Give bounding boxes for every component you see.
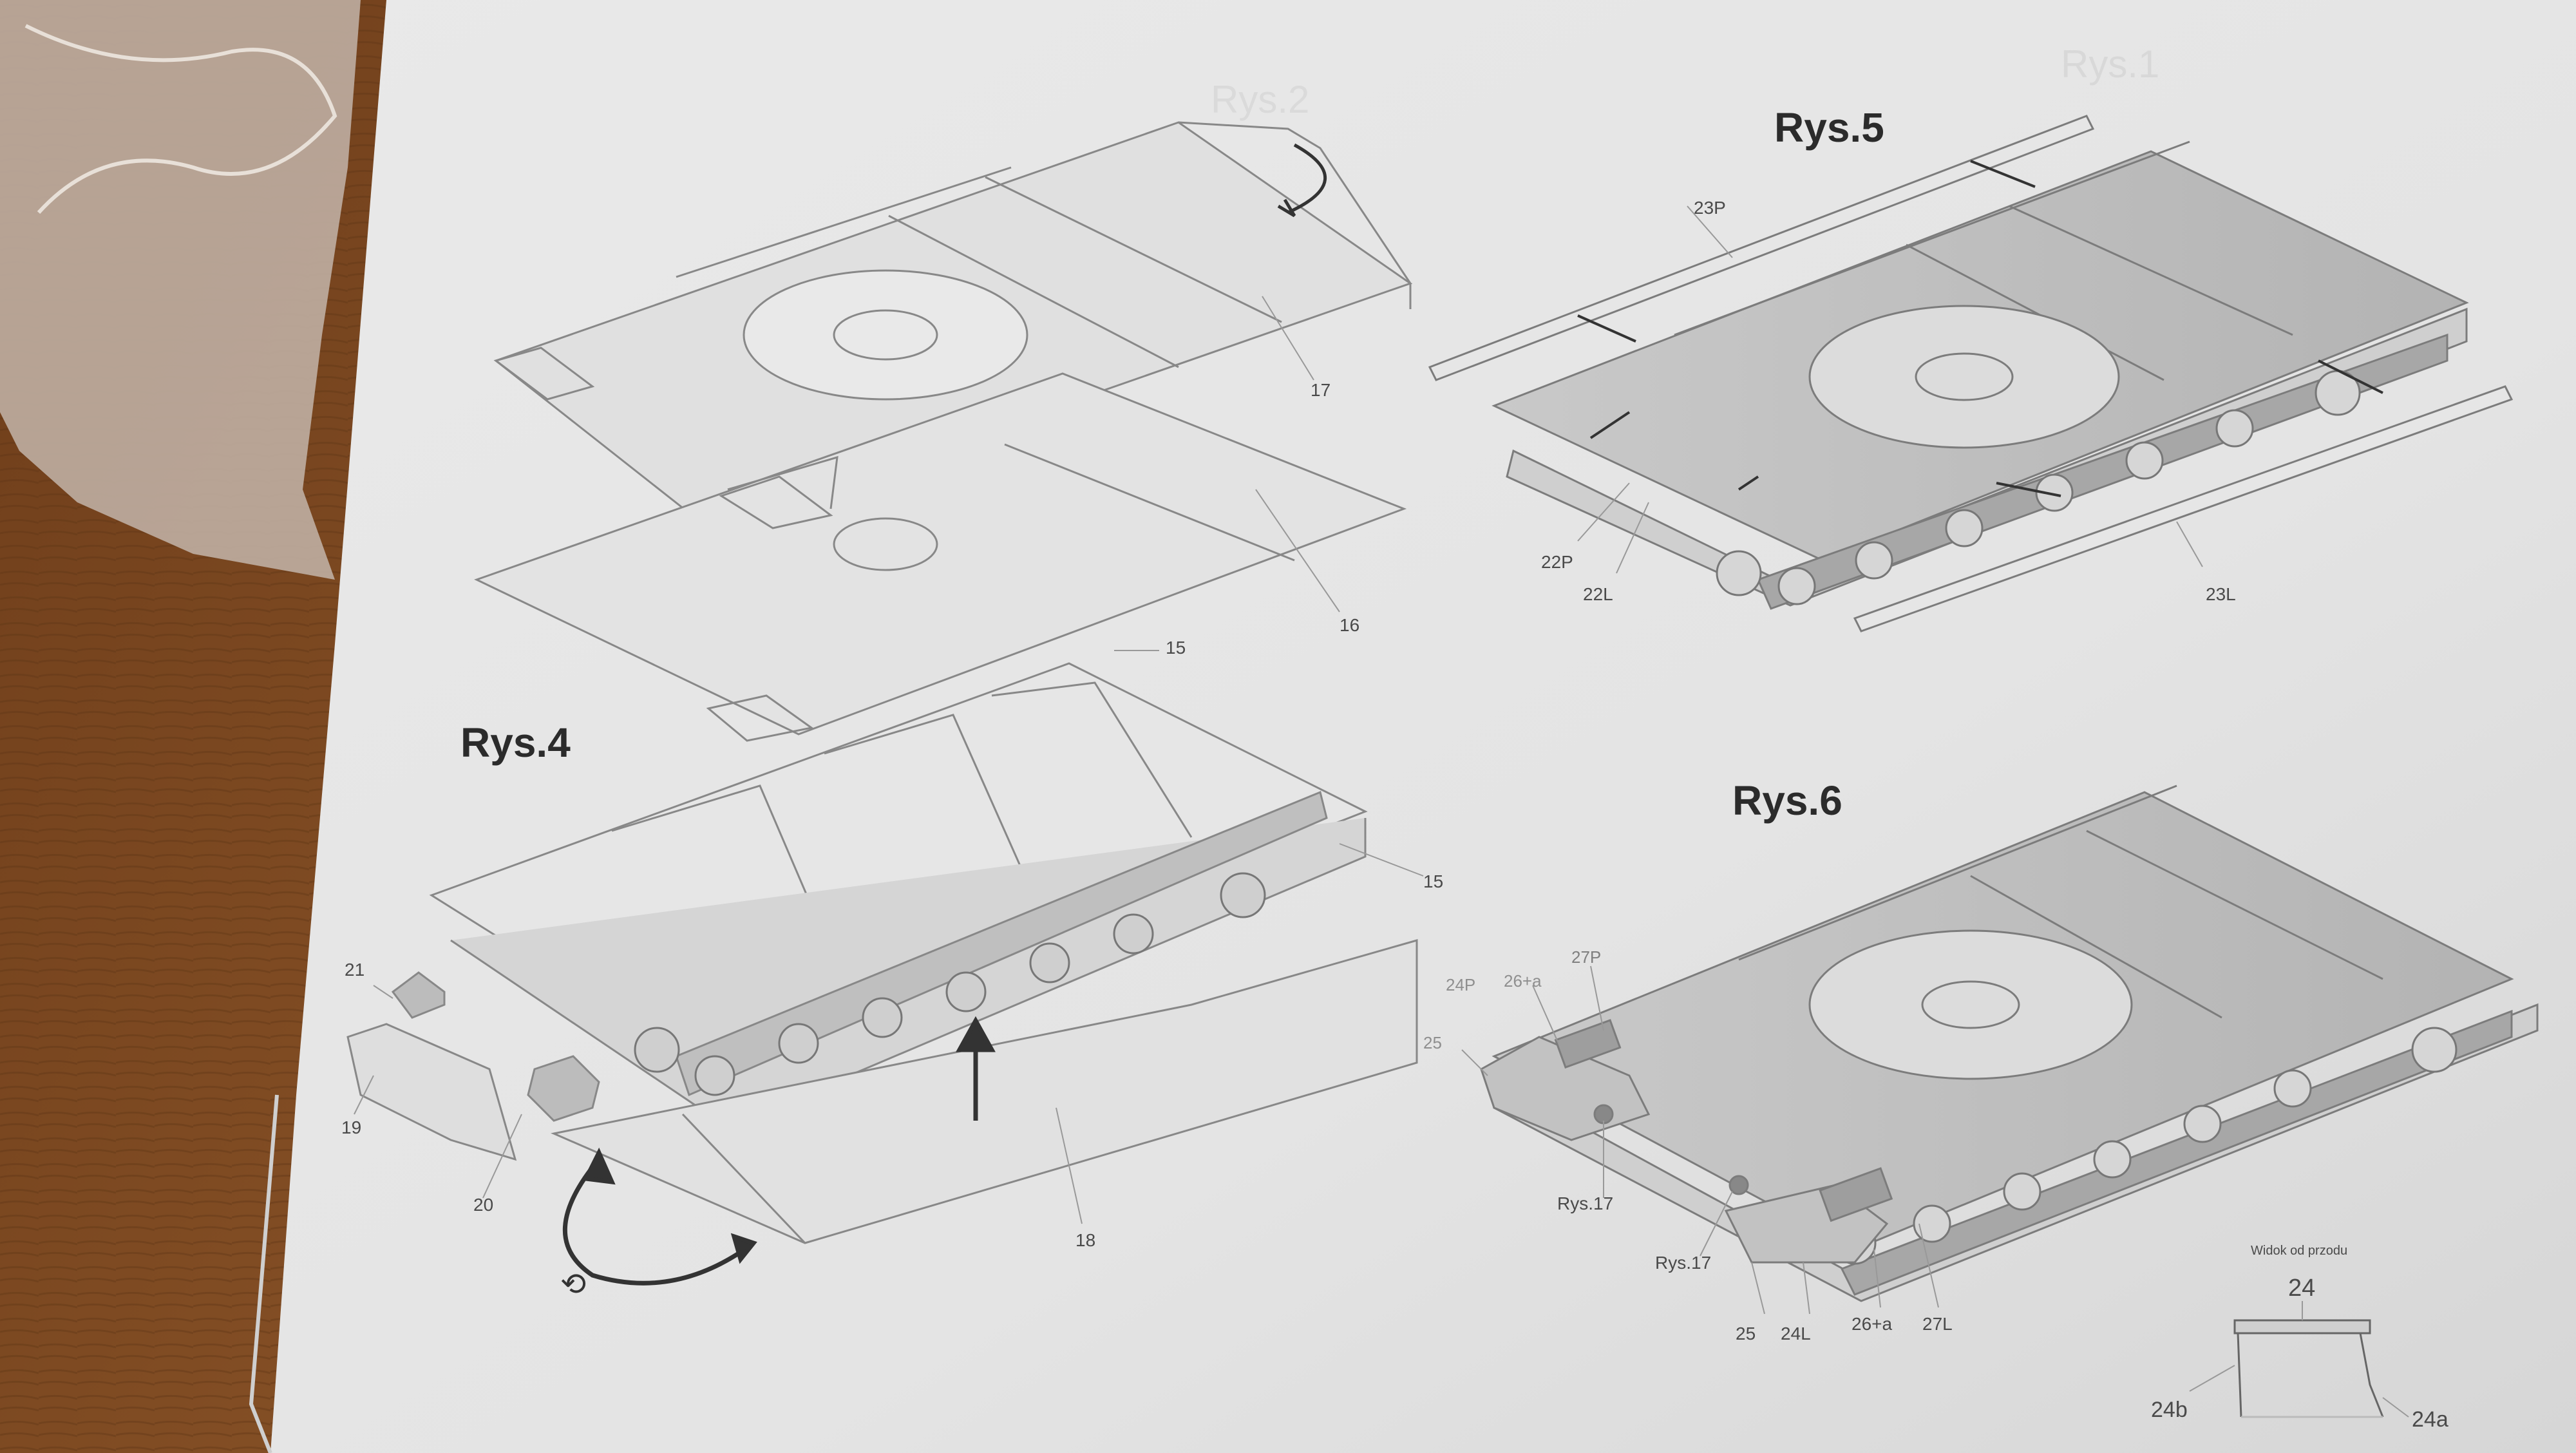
label-part-24p: 24P — [1446, 975, 1475, 994]
bleed-through-text: Rys.2 — [1211, 78, 1309, 121]
rys6-turret-hole — [1921, 980, 2020, 1029]
rys4-diagram — [346, 121, 1424, 1244]
rys5-diagram — [1428, 115, 2514, 632]
label-part-23l: 23L — [2206, 584, 2236, 604]
label-part-27p: 27P — [1571, 947, 1601, 967]
front-view-part-24b — [2237, 1333, 2242, 1418]
title-rys4: Rys.4 — [460, 719, 571, 766]
hull-track-guard — [675, 790, 1328, 1097]
part-27l-box — [1819, 1167, 1893, 1222]
label-part-27l: 27L — [1922, 1314, 1953, 1334]
label-part-23p: 23P — [1694, 198, 1726, 218]
belly-fold — [681, 1113, 806, 1244]
deck-flap — [1178, 121, 1412, 309]
label-part-22p: 22P — [1541, 552, 1573, 572]
label-part-16: 16 — [1340, 615, 1359, 635]
front-view-caption: Widok od przodu — [2251, 1244, 2347, 1258]
rys6-panel-seams — [1738, 784, 2383, 1019]
label-part-26a-bottom: 26+a — [1852, 1314, 1892, 1334]
label-part-15a: 15 — [1166, 638, 1186, 658]
label-part-17: 17 — [1311, 380, 1331, 400]
rys6-turret-ring — [1808, 929, 2133, 1080]
turret-ring-upper — [743, 269, 1028, 401]
part-23l-skirt — [1853, 385, 2514, 632]
rys5-turret-hole — [1915, 352, 2014, 401]
part-16-lower-deck — [474, 372, 1407, 736]
part-20 — [527, 1055, 600, 1122]
title-rys6: Rys.6 — [1732, 777, 1842, 824]
rys6-road-wheels — [1833, 1027, 2458, 1265]
part-23p-skirt — [1428, 115, 2095, 381]
label-part-20: 20 — [473, 1195, 493, 1215]
front-view-leaders — [2189, 1301, 2409, 1418]
label-part-24l: 24L — [1781, 1324, 1811, 1344]
rys5-leader-lines — [1577, 205, 2203, 574]
rys5-part22-arrows — [1589, 411, 1759, 491]
rys5-turret-ring — [1808, 305, 2120, 449]
headlight-right — [1728, 1175, 1749, 1195]
front-view-label-24: 24 — [2288, 1275, 2315, 1302]
front-view-label-24b: 24b — [2151, 1398, 2188, 1422]
label-part-25a: 25 — [1736, 1324, 1756, 1344]
rotate-arrow-head-2 — [730, 1233, 757, 1264]
lower-deck-lines — [727, 443, 1295, 562]
rys5-insert-arrows — [1577, 160, 2383, 497]
label-part-18: 18 — [1075, 1230, 1095, 1250]
fold-arrow-17-head — [1277, 198, 1296, 218]
leader-lines — [354, 296, 1424, 1224]
front-view-part-24 — [2233, 1319, 2371, 1334]
rys6-leader-lines — [1461, 965, 1939, 1315]
rotate-arrow-head-1 — [582, 1147, 616, 1185]
lower-deck-tab — [719, 475, 833, 529]
part-18-belly — [551, 939, 1418, 1244]
front-view-label-24a: 24a — [2412, 1407, 2448, 1432]
label-part-19: 19 — [341, 1117, 361, 1137]
lace-cloth — [0, 0, 361, 580]
deck-fold-lines — [676, 166, 1282, 368]
label-part-15b: 15 — [1423, 871, 1443, 891]
rys6-diagram — [1461, 784, 2539, 1315]
rys4-arrows — [563, 1016, 996, 1286]
label-ref-rys17a: Rys.17 — [1557, 1193, 1613, 1213]
fold-arrow-17 — [1287, 143, 1327, 214]
lower-deck-tab-2 — [706, 694, 814, 742]
part-21 — [391, 971, 446, 1019]
label-part-26a-top: 26+a — [1504, 971, 1542, 991]
up-arrow-head — [956, 1016, 996, 1052]
label-part-21: 21 — [345, 960, 365, 980]
road-wheels — [634, 872, 1266, 1096]
deck-tab — [493, 347, 595, 401]
label-ref-rys17b: Rys.17 — [1655, 1253, 1711, 1273]
bleed-through-text: Rys.1 — [2061, 43, 2159, 86]
title-rys5: Rys.5 — [1774, 104, 1884, 151]
rys5-panel-seams — [1674, 140, 2293, 381]
label-part-22l: 22L — [1583, 584, 1613, 604]
front-view-part-24a — [2359, 1333, 2384, 1418]
headlight-left — [1593, 1104, 1614, 1125]
labels: Rys.4 Rys.5 Rys.6 15 15 16 17 18 19 20 2… — [341, 104, 2448, 1432]
turret-hole-upper — [833, 309, 938, 361]
lace-pattern — [24, 24, 337, 214]
turret-hole-lower — [833, 517, 938, 571]
front-view-sketch — [2189, 1301, 2409, 1418]
part-27p-box — [1554, 1019, 1622, 1069]
rotate-arrow — [563, 1157, 755, 1286]
rotate-icon: ⟲ — [560, 1268, 586, 1302]
label-part-25b: 25 — [1423, 1033, 1442, 1052]
part-19 — [346, 1023, 517, 1161]
paper-edge — [249, 1094, 279, 1453]
rys5-track-band — [1756, 333, 2448, 610]
rys5-road-wheels — [1716, 370, 2361, 605]
